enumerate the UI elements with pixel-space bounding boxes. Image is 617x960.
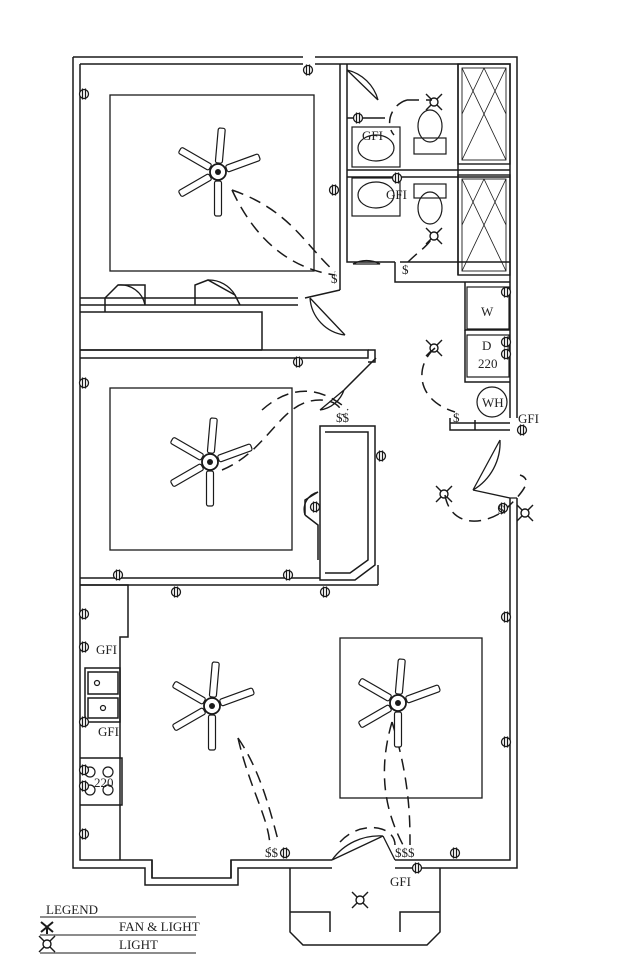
outlet-icon xyxy=(500,347,512,361)
switch-label: $ xyxy=(402,262,409,277)
gfi-label: GFI xyxy=(386,187,407,202)
gfi-label: GFI xyxy=(518,411,539,426)
outlet-icon xyxy=(170,585,182,599)
legend-light-label: LIGHT xyxy=(119,937,158,952)
outlet-icon xyxy=(292,355,304,369)
switch-label: $ xyxy=(331,271,338,286)
outlet-icon xyxy=(78,715,90,729)
outlet-icon xyxy=(302,63,314,77)
outlet-icon xyxy=(282,568,294,582)
outlet-icon xyxy=(78,376,90,390)
range-220-label: 220 xyxy=(94,775,114,790)
dryer-label: D xyxy=(482,338,491,353)
outlet-icon xyxy=(319,585,331,599)
outlet-icon xyxy=(78,607,90,621)
switch-label: $ xyxy=(498,502,505,517)
outlet-icon xyxy=(279,846,291,860)
light-icon xyxy=(425,93,443,111)
legend-title: LEGEND xyxy=(46,902,98,917)
outlet-icon xyxy=(391,171,403,185)
gfi-label: GFI xyxy=(390,874,411,889)
outlet-icon xyxy=(78,779,90,793)
outlets xyxy=(78,63,528,875)
light-legend-icon xyxy=(38,935,56,953)
outlet-icon xyxy=(78,87,90,101)
outlet-icon xyxy=(411,861,423,875)
switch-labels: $ $ $$ $ $ $$ $$$ xyxy=(265,262,505,860)
outlet-icon xyxy=(309,500,321,514)
outlet-icon xyxy=(500,335,512,349)
switch-label: $$$ xyxy=(395,845,415,860)
gfi-label: GFI xyxy=(362,128,383,143)
light-icon xyxy=(425,227,443,245)
fan-icon xyxy=(177,126,262,217)
wiring xyxy=(221,99,527,849)
ceiling-fans xyxy=(169,126,442,751)
switch-label: $$ xyxy=(336,410,350,425)
outlet-icon xyxy=(500,610,512,624)
walls xyxy=(72,56,518,946)
gfi-label: GFI xyxy=(96,642,117,657)
fan-icon xyxy=(171,660,256,751)
outlet-icon xyxy=(352,111,364,125)
outlet-icon xyxy=(500,735,512,749)
ceiling-outlines xyxy=(109,94,483,799)
light-icon xyxy=(516,504,534,522)
outlet-icon xyxy=(78,763,90,777)
light-icon xyxy=(351,891,369,909)
outlet-icon xyxy=(375,449,387,463)
outlet-icon xyxy=(78,640,90,654)
water-heater-label: WH xyxy=(482,395,504,410)
outlet-icon xyxy=(516,423,528,437)
outlet-icon xyxy=(328,183,340,197)
outlet-icon xyxy=(112,568,124,582)
bathroom-fixtures xyxy=(84,63,511,796)
outlet-icon xyxy=(500,285,512,299)
switch-label: $ xyxy=(453,410,460,425)
fan-light-legend-icon xyxy=(40,921,54,934)
door-swings xyxy=(117,69,517,861)
legend-fan-light-label: FAN & LIGHT xyxy=(119,919,200,934)
light-icon xyxy=(435,485,453,503)
dryer-220-label: 220 xyxy=(478,356,498,371)
legend: LEGEND FAN & LIGHT LIGHT xyxy=(38,902,200,954)
switch-label: $$ xyxy=(265,845,279,860)
outlet-icon xyxy=(449,846,461,860)
fan-icon xyxy=(169,416,254,507)
outlet-icon xyxy=(78,827,90,841)
fan-icon xyxy=(357,657,442,748)
annotations: GFI GFI GFI GFI GFI GFI W D 220 WH 220 xyxy=(94,128,539,889)
washer-label: W xyxy=(481,304,494,319)
gfi-label: GFI xyxy=(98,724,119,739)
